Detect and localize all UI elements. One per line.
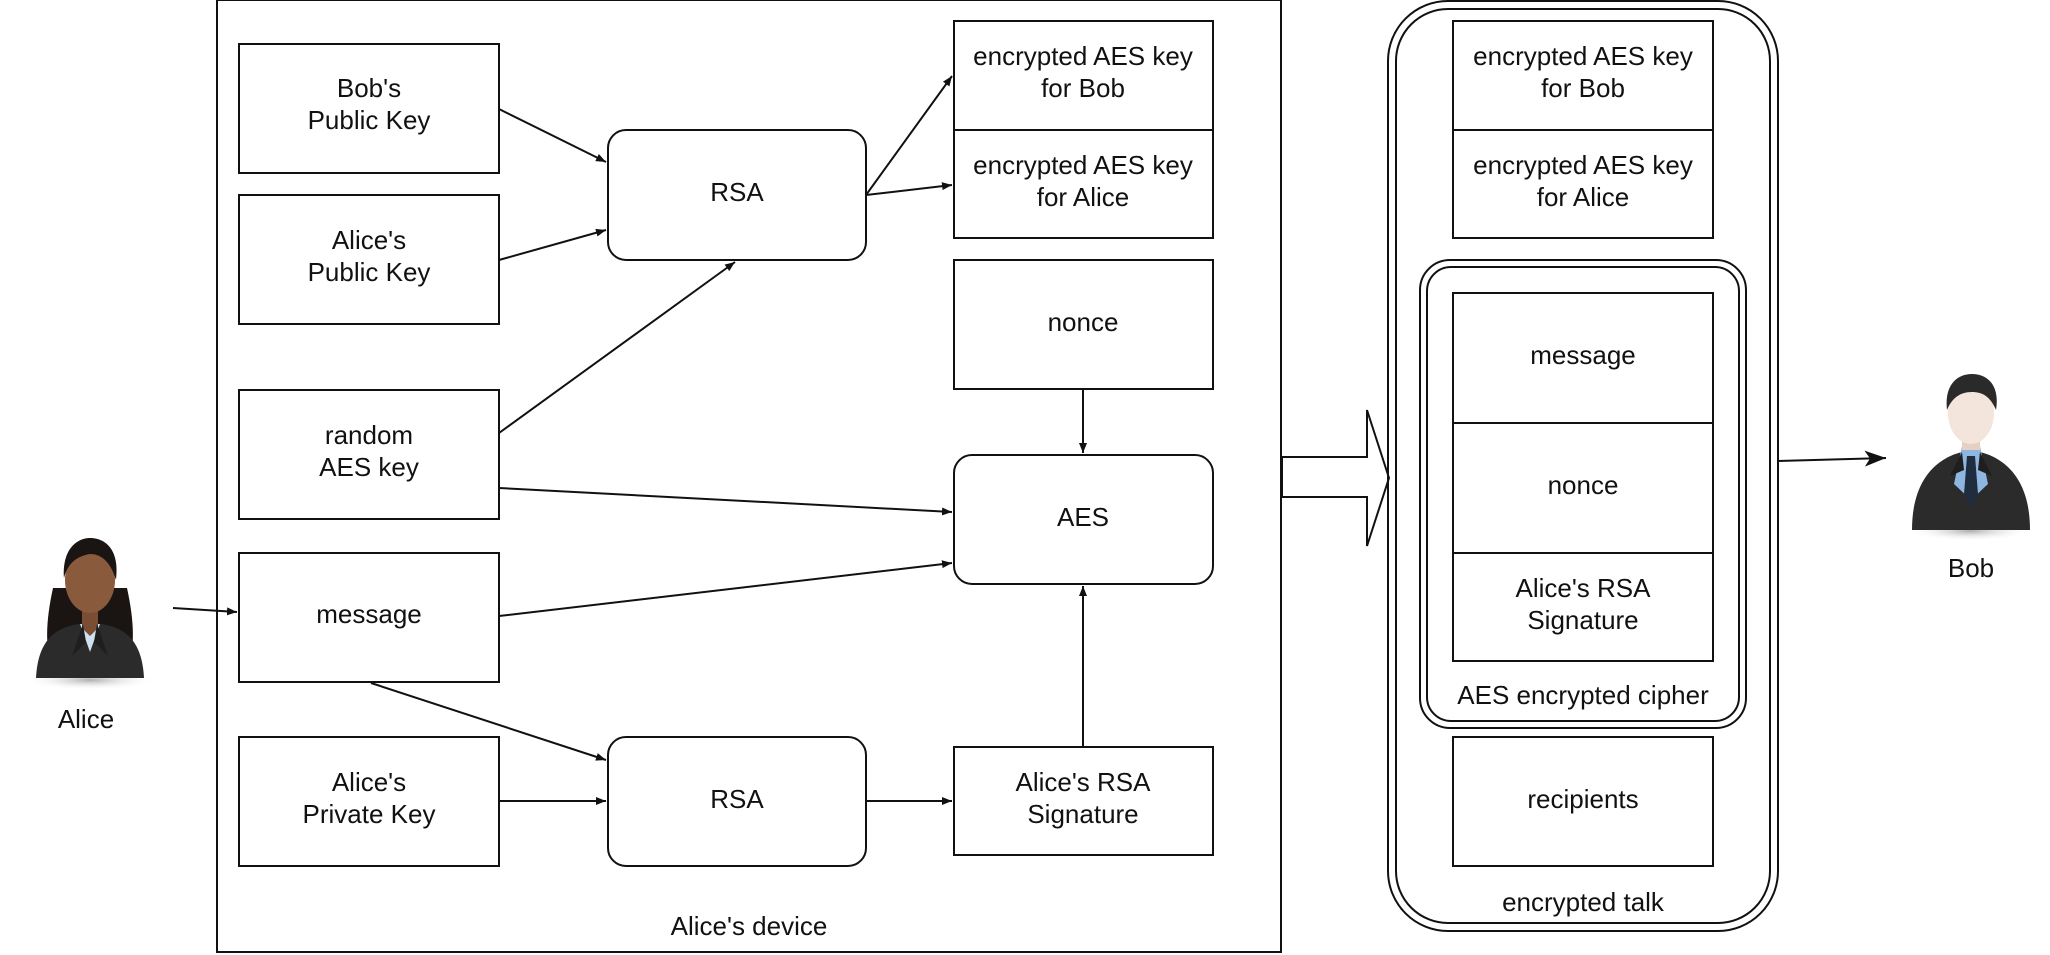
arrow-alice-to-message xyxy=(172,607,238,616)
signature-box: Alice's RSA Signature xyxy=(953,746,1214,856)
arrow-random-key-to-rsa xyxy=(498,261,736,434)
arrow-talk-to-bob xyxy=(1777,450,1887,467)
rsa-sign-process: RSA xyxy=(607,736,867,867)
cipher-message-box: message xyxy=(1452,292,1714,424)
signature-line1: Alice's RSA xyxy=(1015,767,1151,797)
random-aes-key-box: random AES key xyxy=(238,389,500,520)
alice-device-label: Alice's device xyxy=(671,911,828,941)
rsa-encrypt-process: RSA xyxy=(607,129,867,261)
recipients-label: recipients xyxy=(1527,784,1638,814)
cipher-nonce-label: nonce xyxy=(1548,470,1619,500)
alice-public-key-line2: Public Key xyxy=(308,257,431,287)
bob-name-label: Bob xyxy=(1948,553,1994,583)
random-aes-key-line1: random xyxy=(325,420,413,450)
aes-cipher-label: AES encrypted cipher xyxy=(1457,680,1709,710)
rsa-encrypt-label: RSA xyxy=(710,177,764,207)
encrypted-key-bob-line1: encrypted AES key xyxy=(973,41,1193,71)
encrypted-talk-container: encrypted talk xyxy=(1387,0,1779,932)
arrow-random-key-to-aes xyxy=(498,487,953,516)
talk-key-alice-line1: encrypted AES key xyxy=(1473,150,1693,180)
encrypted-key-alice-line1: encrypted AES key xyxy=(973,150,1193,180)
talk-key-alice-box: encrypted AES key for Alice xyxy=(1452,129,1714,239)
bob-public-key-line1: Bob's xyxy=(337,73,401,103)
encrypted-key-alice-box: encrypted AES key for Alice xyxy=(953,129,1214,239)
nonce-label: nonce xyxy=(1048,307,1119,337)
cipher-signature-line1: Alice's RSA xyxy=(1515,573,1651,603)
nonce-box: nonce xyxy=(953,259,1214,390)
device-arrows xyxy=(370,75,1087,805)
rsa-sign-label: RSA xyxy=(710,784,764,814)
cipher-nonce-box: nonce xyxy=(1452,422,1714,554)
encrypted-key-alice-line2: for Alice xyxy=(1037,182,1130,212)
cipher-message-label: message xyxy=(1530,340,1636,370)
businesswoman-avatar-icon xyxy=(24,538,156,690)
talk-key-bob-box: encrypted AES key for Bob xyxy=(1452,20,1714,131)
transmit-block-arrow xyxy=(1281,409,1391,547)
random-aes-key-line2: AES key xyxy=(319,452,419,482)
arrow-rsa-to-key-bob xyxy=(865,75,953,196)
alice-private-key-line2: Private Key xyxy=(303,799,436,829)
message-label: message xyxy=(316,599,422,629)
encrypted-talk-label: encrypted talk xyxy=(1502,887,1665,917)
arrow-message-to-rsa-sign xyxy=(370,682,607,761)
alice-public-key-box: Alice's Public Key xyxy=(238,194,500,325)
aes-cipher-container: AES encrypted cipher xyxy=(1419,259,1747,729)
talk-key-bob-line2: for Bob xyxy=(1541,73,1625,103)
arrow-rsa-to-key-alice xyxy=(865,182,953,196)
alice-public-key-line1: Alice's xyxy=(332,225,406,255)
alice-private-key-line1: Alice's xyxy=(332,767,406,797)
signature-line2: Signature xyxy=(1027,799,1138,829)
talk-key-alice-line2: for Alice xyxy=(1537,182,1630,212)
aes-process: AES xyxy=(953,454,1214,585)
arrow-bob-key-to-rsa xyxy=(498,108,607,163)
arrow-message-to-aes xyxy=(498,560,953,617)
aes-label: AES xyxy=(1057,502,1109,532)
bob-public-key-line2: Public Key xyxy=(308,105,431,135)
cipher-signature-line2: Signature xyxy=(1527,605,1638,635)
alice-name-label: Alice xyxy=(58,704,114,734)
bob-public-key-box: Bob's Public Key xyxy=(238,43,500,174)
encrypted-key-bob-line2: for Bob xyxy=(1041,73,1125,103)
arrow-alice-key-to-rsa xyxy=(498,228,607,261)
message-box: message xyxy=(238,552,500,683)
talk-key-bob-line1: encrypted AES key xyxy=(1473,41,1693,71)
cipher-signature-box: Alice's RSA Signature xyxy=(1452,552,1714,662)
recipients-box: recipients xyxy=(1452,736,1714,867)
encrypted-key-bob-box: encrypted AES key for Bob xyxy=(953,20,1214,131)
alice-private-key-box: Alice's Private Key xyxy=(238,736,500,867)
businessman-avatar-icon xyxy=(1908,374,2032,541)
